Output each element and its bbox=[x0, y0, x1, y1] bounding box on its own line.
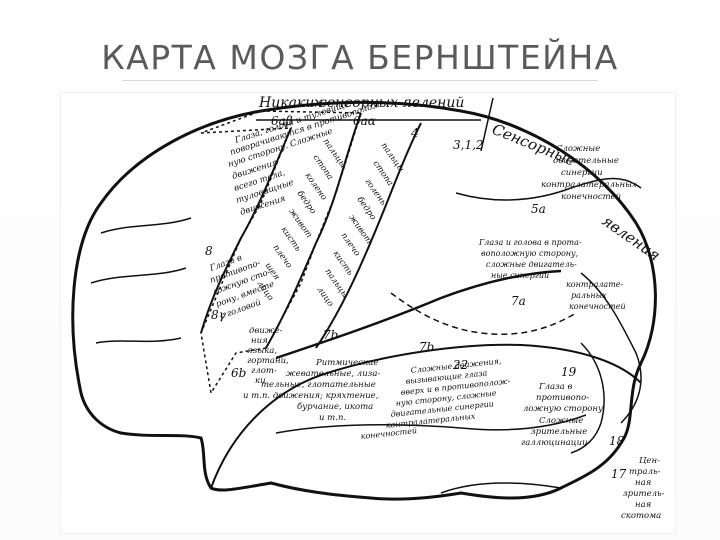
parietal-eye-annotation: Глаза и голова в прота- воположную сторо… bbox=[478, 238, 626, 311]
top-band bbox=[0, 0, 720, 14]
annotation-line: жевательные, лиза- bbox=[286, 369, 380, 379]
area-5a: 5а bbox=[531, 202, 546, 216]
frontal-sulcus-2 bbox=[91, 268, 186, 283]
occipital-annotation: Глаза в противопо- ложную сторону bbox=[523, 382, 603, 414]
area-7b: 7b bbox=[323, 328, 338, 342]
area-17: 17 bbox=[611, 467, 627, 481]
annotation-line: Глаза в bbox=[538, 382, 573, 392]
cerebellum-hint bbox=[441, 483, 561, 493]
title-divider bbox=[122, 80, 598, 81]
annotation-line: воположную сторону, bbox=[481, 249, 578, 258]
annotation-line: лицо bbox=[315, 285, 336, 309]
frontal-sulcus-1 bbox=[101, 218, 191, 233]
annotation-line: скотома bbox=[621, 511, 661, 521]
annotation-line: и т.п. движения; кряхтение, bbox=[243, 391, 379, 401]
annotation-line: галлюцинации bbox=[521, 438, 588, 448]
annotation-line: Ритмические bbox=[315, 358, 378, 368]
sensory-right-label-2: явления bbox=[599, 212, 664, 265]
annotation-line: ная bbox=[635, 500, 652, 510]
temporal-mid-annotation: Сложные движения, вызывающие глаза вверх… bbox=[360, 357, 511, 441]
annotation-line: сложные двигатель- bbox=[486, 260, 577, 269]
annotation-line: ная bbox=[635, 478, 652, 488]
central-scotoma-annotation: Цен- траль- ная зритель- ная скотома bbox=[621, 456, 665, 521]
annotation-line: Сложные bbox=[539, 416, 583, 426]
annotation-line: и т.п. bbox=[319, 413, 346, 423]
area-19: 19 bbox=[561, 365, 577, 379]
annotation-line: языка, bbox=[247, 346, 277, 356]
annotation-line: движе- bbox=[249, 326, 283, 336]
sylvian-branch bbox=[391, 293, 576, 334]
annotation-line: Цен- bbox=[639, 456, 660, 466]
annotation-line: противопо- bbox=[536, 393, 589, 403]
frontal-low-annotation: движе- ния языка, гортани, глот- ки bbox=[247, 326, 289, 386]
annotation-line: ные синергии bbox=[491, 271, 549, 280]
area-7a: 7а bbox=[511, 294, 526, 308]
annotation-line: глот- bbox=[251, 366, 277, 376]
annotation-line: контралатеральных bbox=[541, 180, 637, 190]
annotation-line: Сложные bbox=[556, 144, 600, 154]
annotation-line: зритель- bbox=[623, 489, 665, 499]
annotation-line: Глаза и голова в прота- bbox=[478, 238, 582, 247]
area-312: 3,1,2 bbox=[453, 138, 484, 152]
header-left-label: Никаких bbox=[258, 95, 322, 111]
annotation-line: синергии bbox=[561, 168, 603, 178]
area-6b: 6b bbox=[231, 366, 246, 380]
brain-map-figure: Никаких сенсорных явлений Сенсорные явле… bbox=[60, 92, 676, 534]
annotation-line: зрительные bbox=[531, 427, 587, 437]
occipital-low-annotation: Сложные зрительные галлюцинации bbox=[521, 416, 588, 448]
area-4: 4 bbox=[410, 126, 419, 140]
slide-title: КАРТА МОЗГА БЕРНШТЕЙНА bbox=[0, 38, 720, 77]
area-8: 8 bbox=[205, 244, 213, 258]
frontal-sulcus-3 bbox=[96, 338, 181, 343]
annotation-line: ния bbox=[251, 336, 268, 346]
annotation-line: тельные, глотательные bbox=[261, 380, 376, 390]
brain-map-drawing: Никаких сенсорных явлений Сенсорные явле… bbox=[61, 93, 675, 533]
area-7b-2: 7b bbox=[419, 340, 434, 354]
annotation-line: контралате- bbox=[566, 280, 624, 289]
annotation-line: конечностей bbox=[569, 302, 626, 311]
annotation-line: траль- bbox=[629, 467, 661, 477]
area-18: 18 bbox=[609, 434, 625, 448]
annotation-line: двигательные bbox=[553, 156, 619, 166]
annotation-line: бурчание, икота bbox=[297, 401, 373, 412]
annotation-line: конечностей bbox=[360, 426, 417, 441]
annotation-line: гортани, bbox=[247, 356, 289, 366]
annotation-line: конечностей bbox=[561, 192, 621, 202]
annotation-line: ральных bbox=[571, 291, 607, 300]
annotation-line: ложную сторону bbox=[523, 404, 603, 414]
